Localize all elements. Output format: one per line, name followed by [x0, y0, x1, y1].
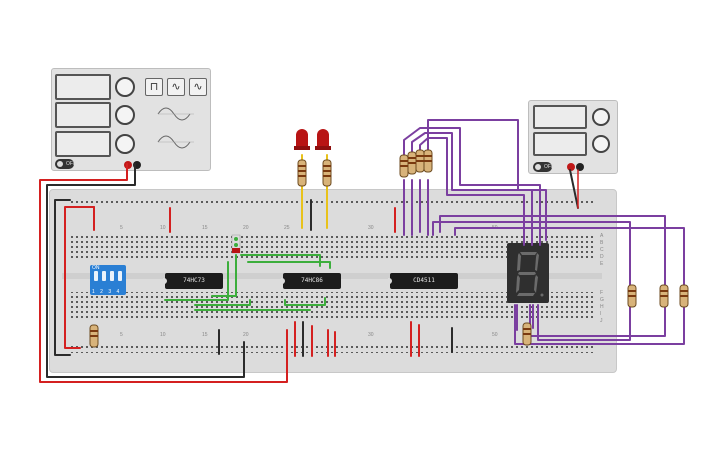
col-number: 20 [243, 332, 249, 338]
wire-black-left [54, 199, 71, 356]
led-red-2 [315, 129, 331, 150]
dip-switch-3[interactable] [110, 271, 114, 281]
col-number: 5 [120, 332, 123, 338]
small-display-1 [533, 105, 587, 129]
small-red-jack[interactable] [567, 163, 575, 171]
row-label: C [600, 247, 604, 253]
dip-switch-1[interactable] [94, 271, 98, 281]
resistors-segment [89, 149, 689, 348]
col-number: 10 [160, 225, 166, 231]
col-number: 20 [243, 225, 249, 231]
led-red-1 [294, 129, 310, 150]
square-wave-icon [157, 135, 194, 149]
col-number: 25 [284, 225, 290, 231]
small-knob-1[interactable] [592, 108, 610, 126]
knob-1[interactable] [115, 77, 135, 97]
col-number: 30 [368, 225, 374, 231]
col-number: 30 [368, 332, 374, 338]
dip-switch-4[interactable] [118, 271, 122, 281]
knob-2[interactable] [115, 105, 135, 125]
small-display-2 [533, 132, 587, 156]
power-supply-main: ⊓ ∿ ∿ OFF [51, 68, 211, 171]
row-label: I [600, 311, 602, 317]
power-toggle-small[interactable]: OFF [533, 162, 554, 172]
chip-74hc73[interactable]: 74HC73 [163, 273, 223, 289]
seven-segment-digit [516, 252, 544, 297]
black-jack[interactable] [133, 161, 141, 169]
square-wave-button[interactable]: ⊓ [145, 78, 163, 96]
seven-segment-display[interactable] [507, 243, 549, 303]
display-3 [55, 131, 111, 157]
dip-on-label: ON [92, 265, 100, 271]
row-label: G [600, 297, 604, 303]
col-number: 5 [120, 225, 123, 231]
row-label: E [600, 261, 604, 267]
col-number: 10 [160, 332, 166, 338]
row-label: D [600, 254, 604, 260]
display-1 [55, 74, 111, 100]
triangle-wave-button[interactable]: ∿ [189, 78, 207, 96]
dip-numbers: 1 2 3 4 [92, 289, 122, 295]
power-supply-small: OFF [528, 100, 618, 174]
display-2 [55, 102, 111, 128]
row-label: F [600, 290, 604, 296]
row-label: H [600, 304, 604, 310]
dip-switch-2[interactable] [102, 271, 106, 281]
wire-red-supply [39, 163, 288, 383]
row-label: J [600, 318, 603, 324]
knob-3[interactable] [115, 134, 135, 154]
col-number: 15 [202, 225, 208, 231]
col-number: 15 [202, 332, 208, 338]
wire-black-supply [46, 163, 245, 378]
small-knob-2[interactable] [592, 135, 610, 153]
dip-switch[interactable]: ON 1 2 3 4 [90, 265, 126, 295]
small-black-jack[interactable] [576, 163, 584, 171]
sine-wave-icon [157, 107, 194, 121]
resistor-led [297, 159, 332, 187]
row-label: A [600, 233, 604, 239]
col-number: 50 [492, 332, 498, 338]
row-label: B [600, 240, 604, 246]
power-toggle-main[interactable]: OFF [55, 159, 76, 169]
sine-wave-button[interactable]: ∿ [167, 78, 185, 96]
wire-red-left [64, 206, 95, 349]
chip-74hc86[interactable]: 74HC86 [281, 273, 341, 289]
chip-cd4511[interactable]: CD4511 [388, 273, 458, 289]
